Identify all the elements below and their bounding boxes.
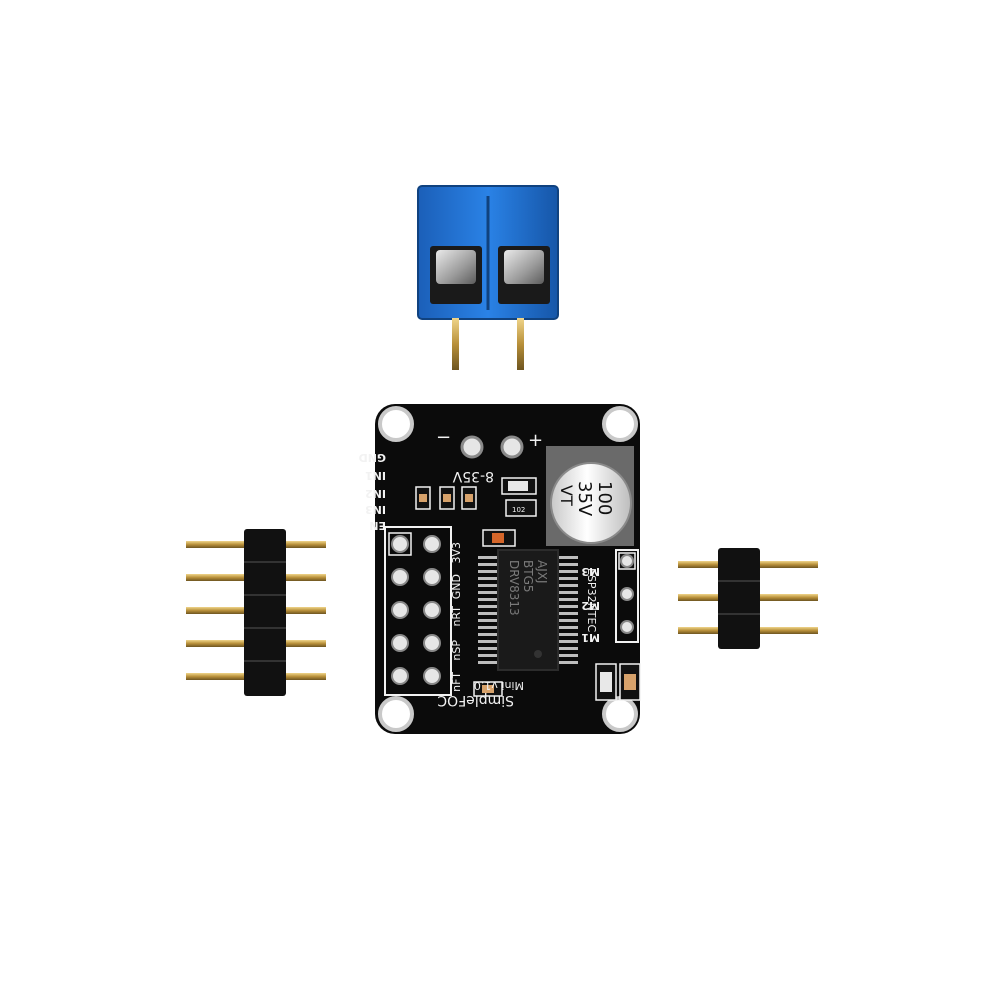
- model-label: Mini v1.0: [474, 679, 524, 692]
- pcb-board: − + 100 35V VT GND IN1 IN2 IN3 EN 8-35V: [359, 404, 641, 734]
- left-signal-labels: GND IN1 IN2 IN3 EN: [359, 451, 386, 532]
- svg-text:IN1: IN1: [365, 469, 386, 482]
- driver-ic-chip: DRV8313 BTG5 AJXJ: [478, 549, 578, 671]
- svg-text:IN2: IN2: [365, 487, 386, 500]
- side-label: ESP32NTEC: [585, 568, 598, 632]
- ic-pins-right: [554, 556, 578, 664]
- pin-header-5-pin: [186, 529, 326, 696]
- power-pad-minus: [460, 435, 484, 459]
- svg-text:M2: M2: [581, 599, 600, 612]
- header-pad-block: [384, 526, 452, 696]
- cap-voltage: 35V: [574, 481, 595, 517]
- cap-series: VT: [557, 485, 576, 506]
- svg-text:AJXJ: AJXJ: [535, 560, 549, 584]
- bottom-smd-parts: [473, 663, 641, 701]
- svg-text:nSP: nSP: [450, 640, 463, 661]
- svg-text:EN: EN: [369, 519, 386, 532]
- svg-text:nRT: nRT: [450, 606, 463, 627]
- screw-terminal-block: [417, 185, 559, 370]
- minus-label: −: [436, 427, 451, 448]
- screw-left-icon: [430, 246, 482, 304]
- motor-labels: M3 M2 M1: [581, 565, 600, 644]
- terminal-pin-right: [517, 318, 524, 370]
- svg-text:M1: M1: [581, 631, 600, 644]
- mounting-hole-icon: [378, 406, 638, 732]
- svg-text:IN3: IN3: [365, 503, 386, 516]
- ic-pins-left: [478, 556, 502, 664]
- svg-text:GND: GND: [359, 451, 386, 464]
- screw-right-icon: [498, 246, 550, 304]
- plus-label: +: [528, 430, 543, 451]
- svg-text:GND: GND: [450, 574, 463, 599]
- electrolytic-capacitor: 100 35V VT: [546, 446, 634, 546]
- motor-output-pads: [615, 549, 639, 643]
- cap-value: 100: [594, 481, 615, 515]
- power-pad-plus: [500, 435, 524, 459]
- svg-text:BTG5: BTG5: [521, 560, 535, 593]
- voltage-label: 8-35V: [452, 468, 494, 484]
- smd-resistors: 102: [415, 477, 537, 547]
- terminal-pin-left: [452, 318, 459, 370]
- svg-text:3V3: 3V3: [450, 542, 463, 564]
- brand-label: SimpleFOC: [437, 692, 514, 708]
- svg-text:nFT: nFT: [450, 672, 463, 692]
- resistor-code: 102: [512, 506, 525, 514]
- header-labels: 3V3 GND nRT nSP nFT: [450, 542, 463, 692]
- pin-header-3-pin: [678, 548, 818, 649]
- svg-text:DRV8313: DRV8313: [507, 560, 521, 616]
- svg-text:M3: M3: [581, 565, 600, 578]
